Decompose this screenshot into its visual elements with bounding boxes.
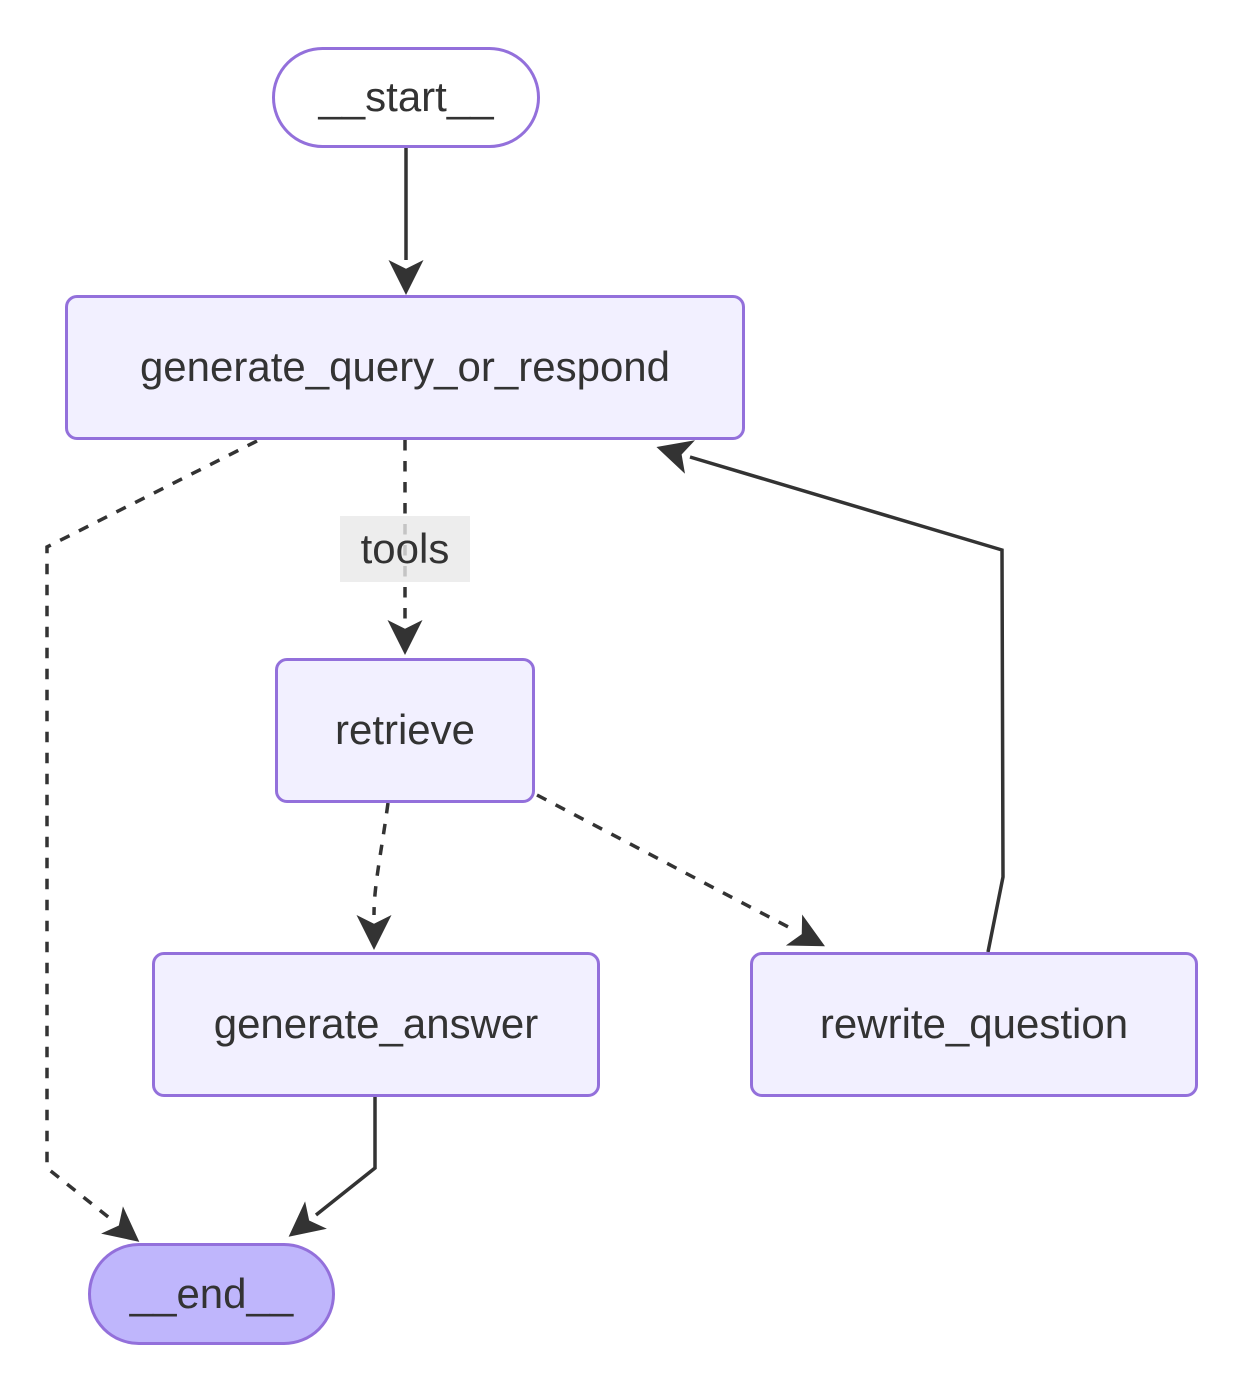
node-start-label: __start__	[318, 73, 494, 121]
edge-rewrite-question-to-generate-query-or-respond	[656, 440, 1005, 953]
node-start: __start__	[272, 47, 540, 148]
node-generate-query-or-respond-label: generate_query_or_respond	[139, 343, 671, 391]
node-generate-query-or-respond: generate_query_or_respond	[65, 295, 745, 440]
node-retrieve: retrieve	[275, 658, 535, 803]
node-retrieve-label: retrieve	[334, 706, 476, 754]
edge-label-tools: tools	[340, 516, 470, 582]
node-generate-answer-label: generate_answer	[213, 1000, 539, 1048]
edge-retrieve-to-rewrite-question	[536, 793, 825, 947]
node-rewrite-question-label: rewrite_question	[819, 1000, 1129, 1048]
edge-label-tools-text: tools	[360, 525, 450, 572]
edge-generate-query-or-respond-to-end	[45, 439, 258, 1242]
edge-retrieve-to-generate-answer	[356, 802, 392, 950]
node-generate-answer: generate_answer	[152, 952, 600, 1097]
node-end: __end__	[88, 1243, 335, 1345]
node-end-label: __end__	[129, 1269, 294, 1317]
node-rewrite-question: rewrite_question	[750, 952, 1198, 1097]
edge-generate-answer-to-end	[288, 1097, 377, 1237]
